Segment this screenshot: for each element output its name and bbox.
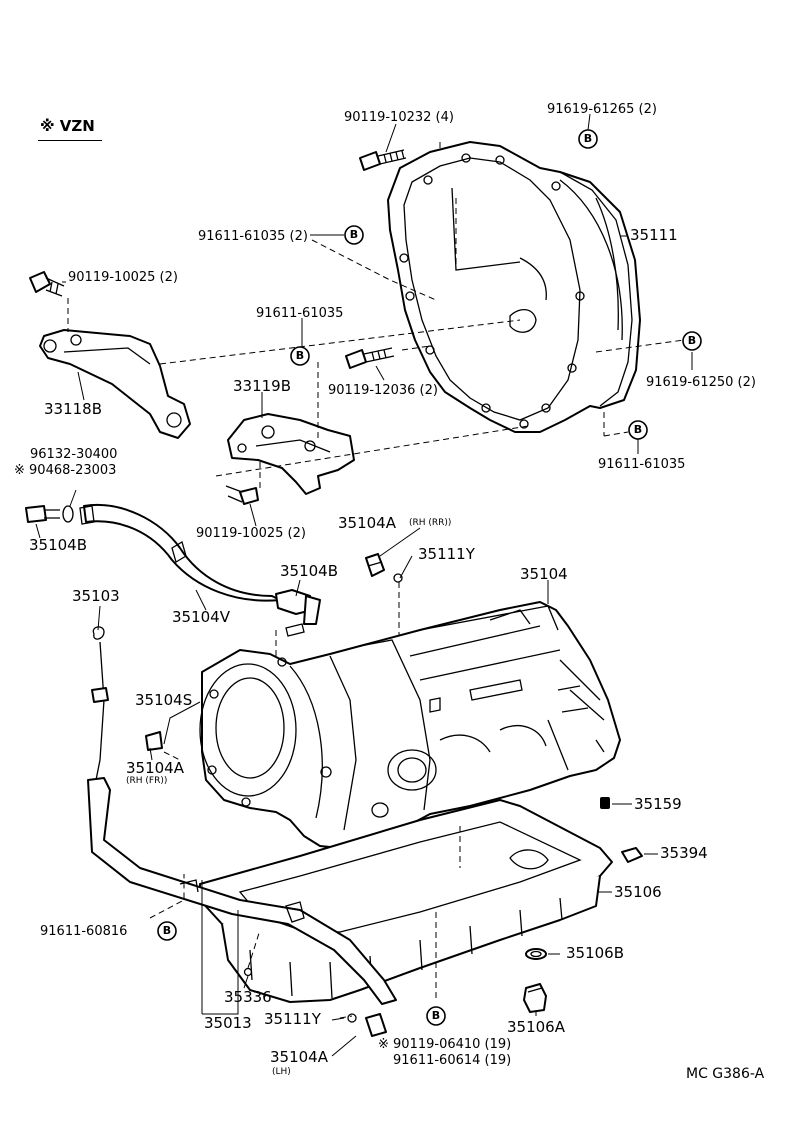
label-91611-60614: 91611-60614 (19) <box>393 1053 512 1068</box>
label-35106B: 35106B <box>566 944 625 962</box>
label-35394: 35394 <box>660 844 708 862</box>
part-35159 <box>600 797 610 809</box>
bolt-icon <box>29 271 65 297</box>
transmission-case-35104 <box>199 601 621 849</box>
label-35104A-rh-rr: 35104A <box>338 514 396 532</box>
plug-35104A-rh-fr <box>145 731 163 751</box>
label-90119-10025-top: 90119-10025 (2) <box>68 270 178 285</box>
label-91611-61035-low: 91611-61035 <box>598 457 686 472</box>
o-ring-35111Y <box>243 573 403 1023</box>
label-35104B-left: 35104B <box>29 536 88 554</box>
label-91611-61035-2: 91611-61035 (2) <box>198 229 308 244</box>
oil-pan-35106 <box>199 799 613 1003</box>
label-35104B-mid: 35104B <box>280 562 339 580</box>
label-90468-23003: ※ 90468-23003 <box>14 463 117 478</box>
label-35336: 35336 <box>224 988 272 1006</box>
bracket-33118B <box>39 329 191 439</box>
label-96132-30400: 96132-30400 <box>30 447 118 462</box>
transmission-housing-35111 <box>387 141 641 433</box>
marker-b: B <box>162 924 172 937</box>
figure-code: MC G386-A <box>686 1066 765 1082</box>
bolt-icon <box>225 485 259 505</box>
plug-35104A-lh <box>365 1013 387 1037</box>
bolt-icon <box>345 347 395 369</box>
label-91619-61250: 91619-61250 (2) <box>646 375 756 390</box>
marker-b: B <box>633 423 643 436</box>
bracket-33119B <box>227 413 355 495</box>
marker-b: B <box>431 1009 441 1022</box>
label-35104S: 35104S <box>135 691 193 709</box>
leader-lines <box>35 113 693 1057</box>
label-90119-10025-low: 90119-10025 (2) <box>196 526 306 541</box>
magnet-35394 <box>621 847 643 863</box>
breather-plug-35104B <box>25 505 60 523</box>
label-33118B: 33118B <box>44 400 103 418</box>
label-35013: 35013 <box>204 1014 252 1032</box>
label-33119B: 33119B <box>233 377 292 395</box>
label-35106A: 35106A <box>507 1018 565 1036</box>
marker-b: B <box>349 228 359 241</box>
label-35111Y-top: 35111Y <box>418 545 475 563</box>
dipstick-35103 <box>91 626 109 781</box>
drain-plug-35106A <box>523 983 547 1013</box>
marker-b: B <box>583 132 593 145</box>
label-rh-fr: (RH (FR)) <box>126 776 168 786</box>
plug-35104A-rh-rr <box>365 553 385 577</box>
label-91611-60816: 91611-60816 <box>40 924 128 939</box>
bolt-icon <box>359 149 407 171</box>
label-35111: 35111 <box>630 226 678 244</box>
label-90119-06410: ※ 90119-06410 (19) <box>378 1037 512 1052</box>
label-35103: 35103 <box>72 587 120 605</box>
label-35104A-lh: 35104A <box>270 1048 328 1066</box>
marker-b: B <box>295 349 305 362</box>
marker-b-circles <box>157 129 702 1026</box>
gasket-35106B <box>525 948 547 960</box>
breather-union-35104B <box>275 589 321 637</box>
label-91611-61035-mid: 91611-61035 <box>256 306 344 321</box>
label-90119-12036: 90119-12036 (2) <box>328 383 438 398</box>
label-35104A-rh-fr: 35104A <box>126 759 184 777</box>
label-35104V: 35104V <box>172 608 230 626</box>
clip-96132-30400 <box>62 505 74 523</box>
label-90119-10232: 90119-10232 (4) <box>344 110 454 125</box>
label-35159: 35159 <box>634 795 682 813</box>
variant-note: ※ VZN <box>40 117 95 135</box>
label-lh: (LH) <box>272 1067 291 1077</box>
label-35104: 35104 <box>520 565 568 583</box>
label-rh-rr: (RH (RR)) <box>409 518 452 528</box>
assembly-dash-lines <box>67 142 685 1019</box>
title-underline <box>38 140 102 141</box>
label-91619-61265: 91619-61265 (2) <box>547 102 657 117</box>
marker-b: B <box>687 334 697 347</box>
filler-tube-35013 <box>87 777 397 1005</box>
label-35106: 35106 <box>614 883 662 901</box>
label-35111Y-bottom: 35111Y <box>264 1010 321 1028</box>
